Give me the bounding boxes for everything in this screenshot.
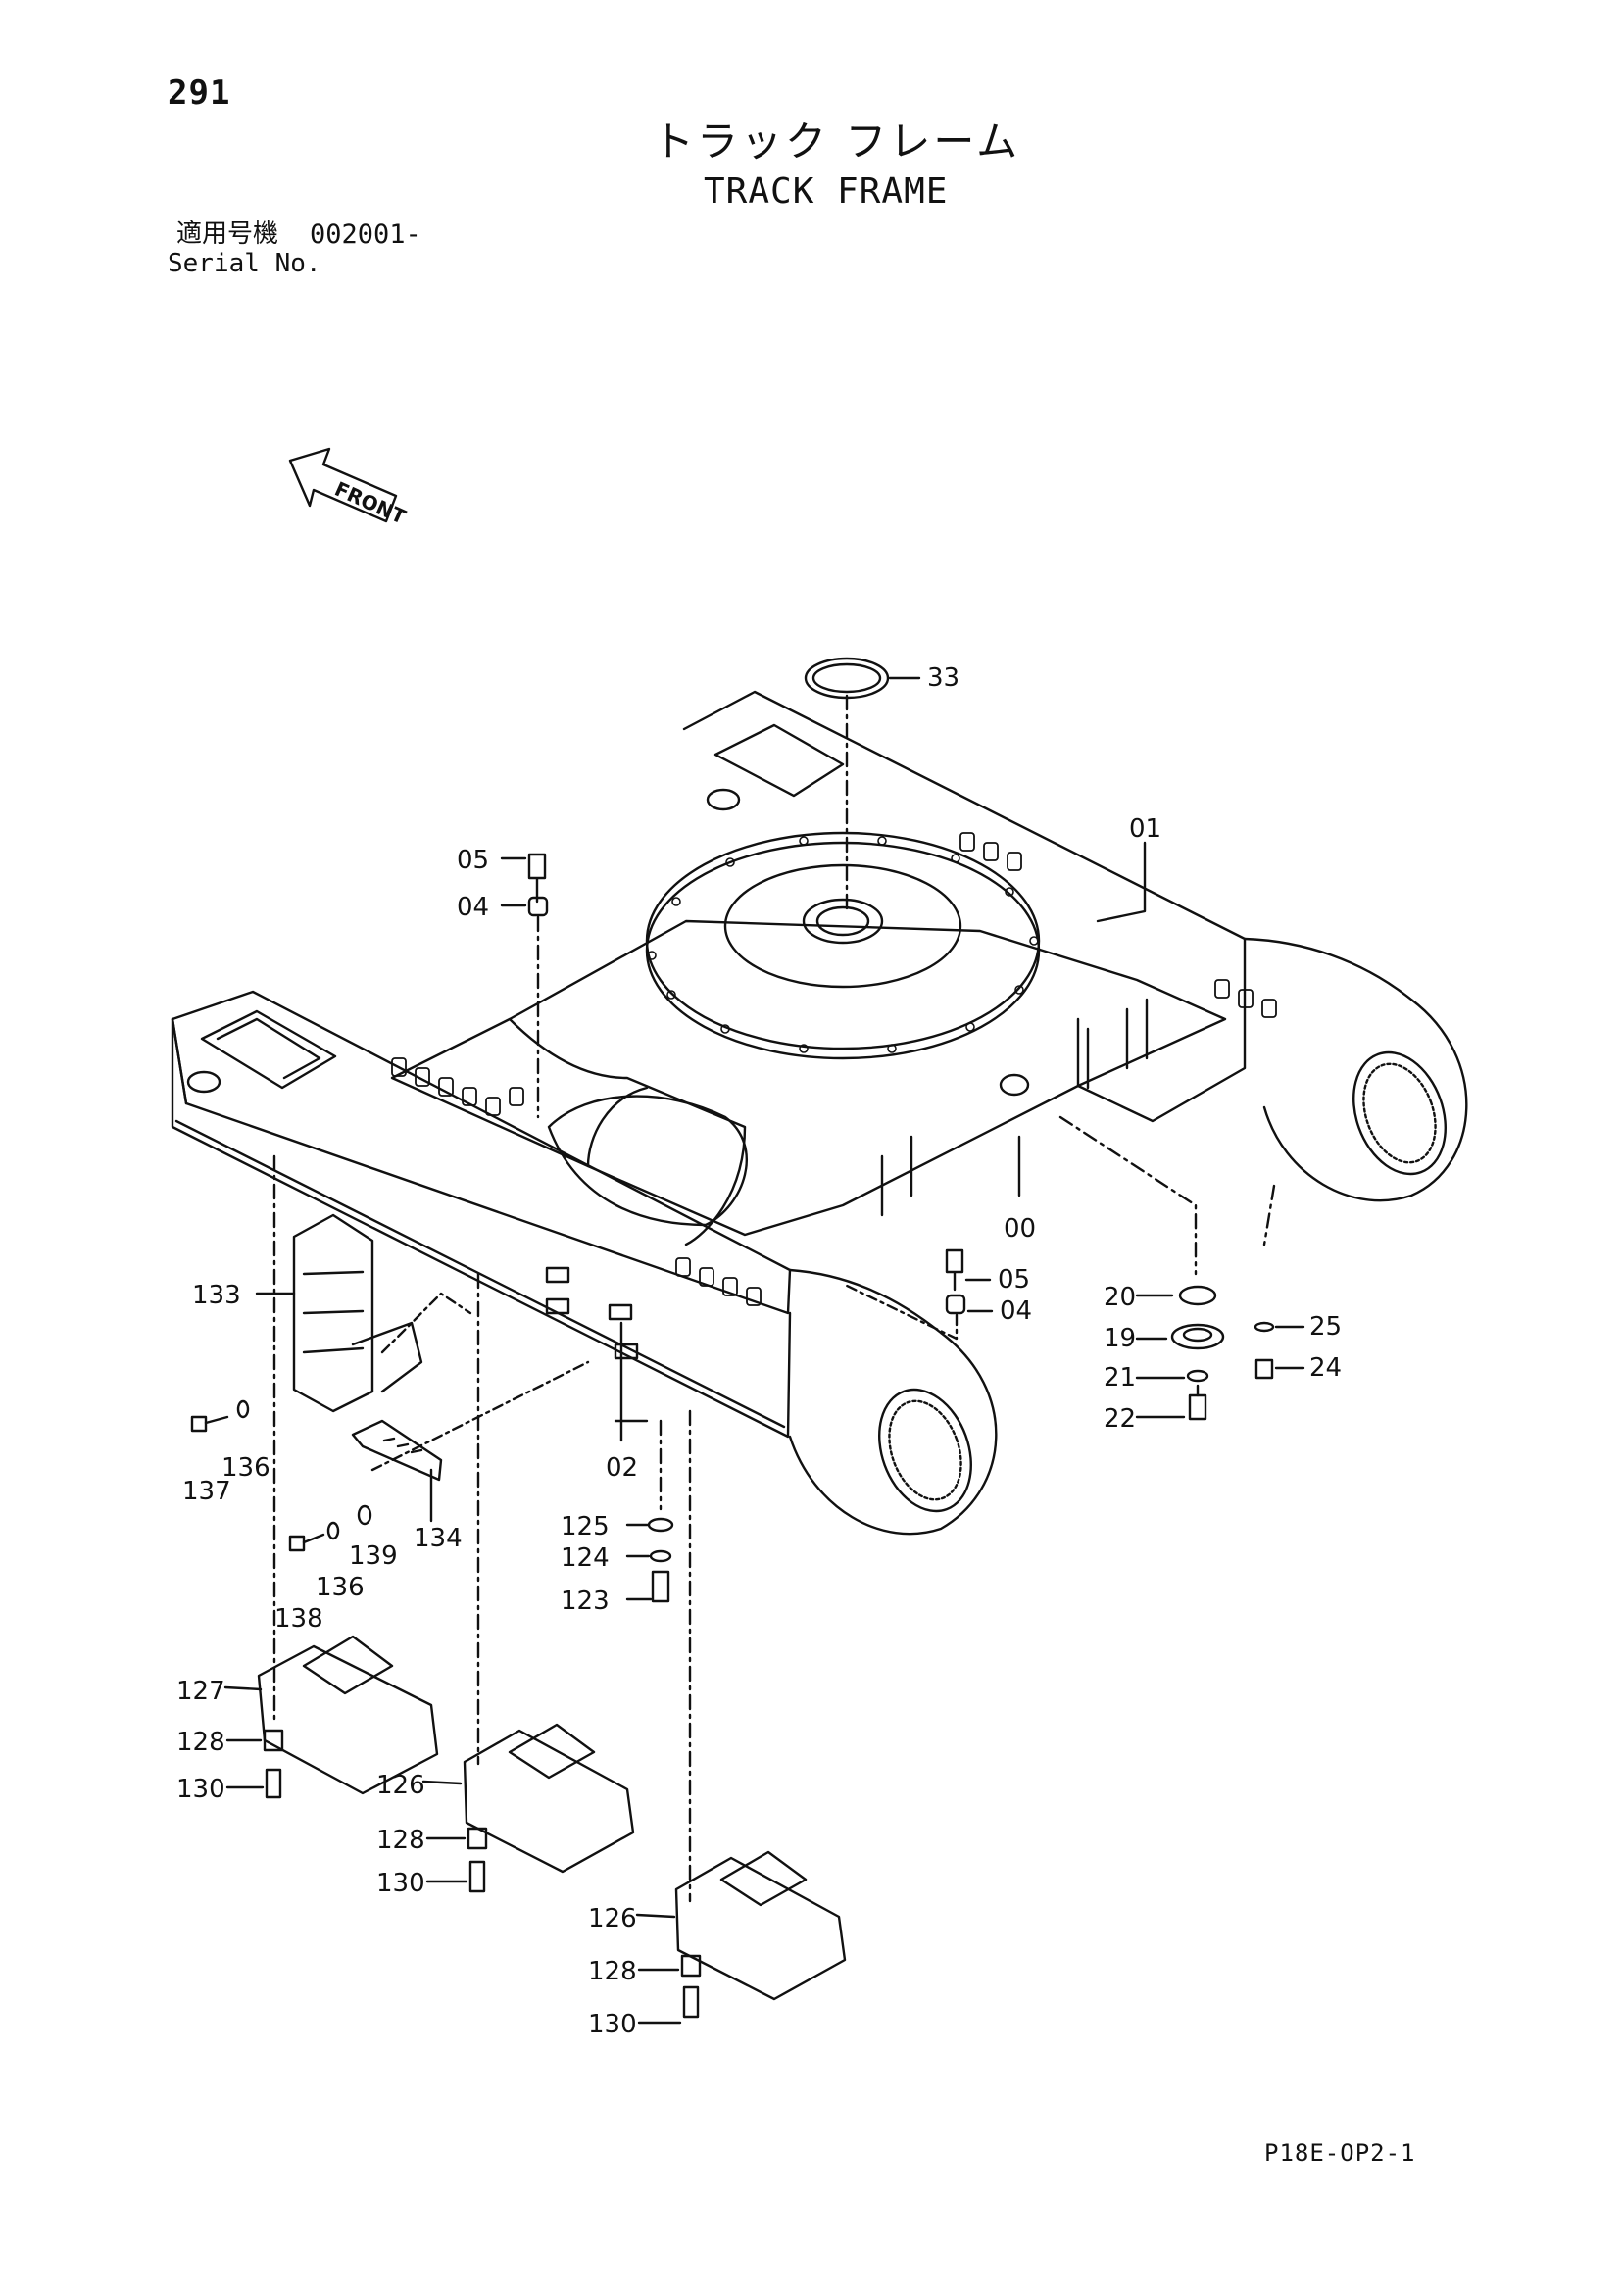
part-05-bolt-upper — [500, 853, 547, 904]
callout-130-c: 130 — [588, 2010, 637, 2039]
callout-125: 125 — [561, 1512, 610, 1541]
callout-130-a: 130 — [176, 1775, 225, 1804]
title-english: TRACK FRAME — [704, 171, 949, 212]
callout-124: 124 — [561, 1543, 610, 1573]
callout-126-a: 126 — [376, 1771, 425, 1800]
page-number: 291 — [168, 73, 231, 113]
part-125-washer — [647, 1517, 674, 1533]
callout-05-upper: 05 — [457, 846, 489, 875]
callout-24: 24 — [1309, 1353, 1342, 1383]
part-02-leader — [614, 1321, 649, 1442]
part-128-spacer-a — [263, 1729, 284, 1752]
part-25-washer — [1254, 1321, 1275, 1333]
drawing-code: P18E-OP2-1 — [1264, 2139, 1416, 2167]
part-130-bolt-c — [682, 1985, 700, 2019]
callout-134: 134 — [414, 1524, 463, 1553]
serial-label-english: Serial No. — [168, 249, 321, 278]
part-128-spacer-c — [680, 1954, 702, 1978]
part-04-washer-upper — [500, 896, 549, 917]
callout-136-a: 136 — [221, 1453, 270, 1483]
part-19-diaphragm — [1170, 1323, 1225, 1350]
serial-number-value: 002001- — [310, 220, 421, 250]
callout-123: 123 — [561, 1587, 610, 1616]
part-136b-washer — [326, 1521, 340, 1540]
part-123-bolt — [651, 1570, 670, 1603]
part-126-track-guard-b — [635, 1850, 847, 2001]
part-21-washer — [1186, 1369, 1209, 1383]
title-japanese: トラック フレーム — [653, 118, 1021, 166]
part-137-bolt — [190, 1415, 229, 1433]
part-128-spacer-b — [467, 1827, 488, 1850]
callout-136-b: 136 — [316, 1573, 365, 1602]
callout-04-lower: 04 — [1000, 1296, 1032, 1326]
callout-126-b: 126 — [588, 1904, 637, 1933]
callout-21: 21 — [1104, 1363, 1136, 1392]
callout-01: 01 — [1129, 814, 1161, 844]
callout-20: 20 — [1104, 1283, 1136, 1312]
callout-127: 127 — [176, 1677, 225, 1706]
serial-label-japanese: 適用号機 — [176, 220, 279, 249]
callout-139: 139 — [349, 1541, 398, 1571]
part-126-track-guard-a — [421, 1723, 635, 1874]
callout-128-c: 128 — [588, 1957, 637, 1986]
part-134-step-plate — [351, 1419, 443, 1523]
part-127-track-guard — [223, 1635, 439, 1795]
callout-138: 138 — [274, 1604, 323, 1634]
part-20-plug — [1178, 1285, 1217, 1306]
part-138-bolt — [288, 1533, 325, 1552]
track-frame-body — [171, 690, 1468, 1536]
callout-133: 133 — [192, 1281, 241, 1310]
callout-130-b: 130 — [376, 1869, 425, 1898]
callout-128-b: 128 — [376, 1826, 425, 1855]
callout-33: 33 — [927, 663, 959, 693]
part-139-washer — [357, 1504, 372, 1526]
part-136-washer — [236, 1399, 250, 1419]
callout-02: 02 — [606, 1453, 638, 1483]
part-33-seal-ring — [804, 657, 921, 700]
callout-22: 22 — [1104, 1404, 1136, 1434]
callout-04-upper: 04 — [457, 893, 489, 922]
callout-25: 25 — [1309, 1312, 1342, 1342]
callout-137: 137 — [182, 1477, 231, 1506]
front-arrow-icon: FRONT — [288, 447, 410, 529]
part-130-bolt-a — [265, 1768, 282, 1799]
part-133-step-ladder — [255, 1213, 472, 1413]
callout-128-a: 128 — [176, 1728, 225, 1757]
part-05-bolt-lower — [945, 1248, 992, 1292]
part-04-washer-lower — [945, 1294, 994, 1315]
part-130-bolt-b — [468, 1860, 486, 1893]
callout-19: 19 — [1104, 1324, 1136, 1353]
part-22-bolt — [1188, 1384, 1207, 1421]
callout-05-lower: 05 — [998, 1265, 1030, 1295]
part-124-washer — [649, 1549, 672, 1563]
callout-00: 00 — [1004, 1214, 1036, 1244]
part-24-nut — [1254, 1358, 1274, 1380]
